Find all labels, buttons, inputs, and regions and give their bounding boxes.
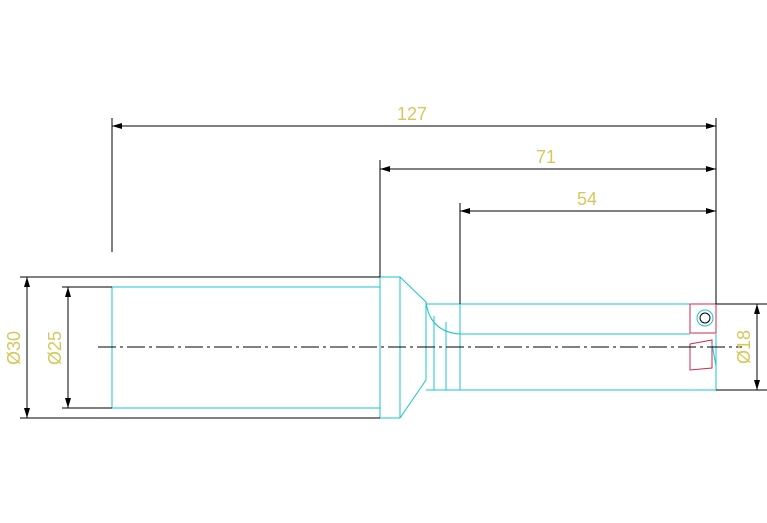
dim-text-d18: Ø18 [734,330,754,364]
flute-curve [425,301,461,335]
insert-screw-inner [699,312,711,324]
insert-bottom [689,339,713,371]
cutting-inserts [689,303,717,371]
dim-text-d30: Ø30 [4,331,24,365]
tool-outline [111,276,717,419]
dim-text-71: 71 [536,147,556,167]
dim-text-d25: Ø25 [45,331,65,365]
dim-text-54: 54 [577,189,597,209]
insert-bottom-edge [711,343,717,367]
insert-top [689,303,717,334]
dimension-lines [24,123,760,418]
dim-text-127: 127 [397,104,427,124]
extension-lines [20,118,767,419]
insert-screw-icon [696,309,714,327]
taper-profile [380,276,427,419]
